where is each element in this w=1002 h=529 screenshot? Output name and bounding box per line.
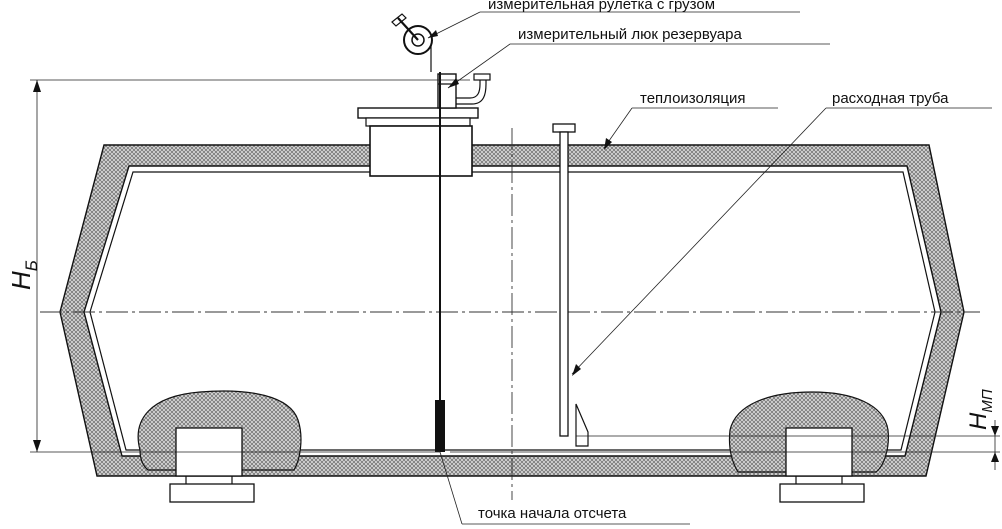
label-origin-point: точка начала отсчета (478, 505, 627, 522)
label-measuring-hatch: измерительный люк резервуара (518, 26, 742, 43)
measuring-tape (391, 13, 445, 452)
tape-weight (435, 400, 445, 452)
leader-origin (439, 451, 690, 525)
total-height-label: HБ (6, 260, 41, 290)
label-measuring-tape: измерительная рулетка с грузом (488, 0, 715, 13)
measuring-hatch (357, 73, 491, 177)
leader-tape (427, 11, 800, 39)
support-left (169, 427, 255, 503)
label-supply-pipe: расходная труба (832, 90, 949, 107)
leader-pipe (571, 107, 992, 376)
support-right (779, 427, 865, 503)
pipe-height-label: HМП (965, 389, 996, 430)
dimension-pipe-height (450, 420, 1000, 470)
label-insulation: теплоизоляция (640, 90, 746, 107)
supply-pipe (552, 123, 589, 447)
leader-hatch (447, 43, 830, 89)
leader-insulation (603, 107, 778, 150)
dimension-total-height (30, 79, 470, 453)
